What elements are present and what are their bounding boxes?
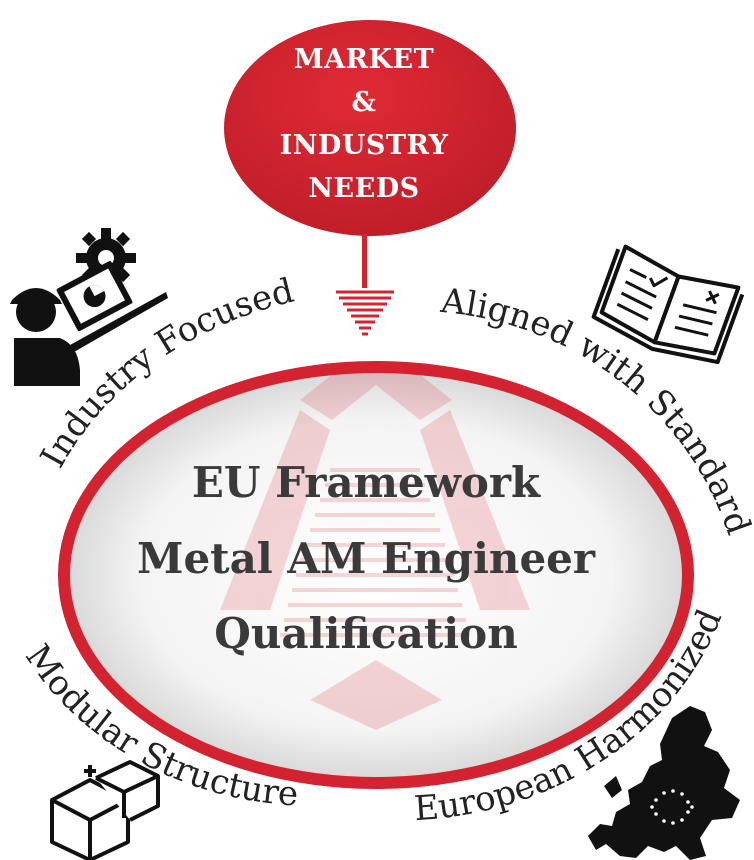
market-needs-node: MARKET & INDUSTRY NEEDS bbox=[224, 20, 516, 236]
watermark-logo bbox=[220, 367, 530, 730]
open-book-checklist-icon bbox=[591, 244, 745, 365]
top-node-line-3: INDUSTRY bbox=[280, 130, 449, 161]
connector-arrow bbox=[334, 234, 396, 338]
modular-boxes-icon bbox=[50, 760, 160, 860]
center-ellipse: EU Framework Metal AM Engineer Qualifica… bbox=[58, 361, 694, 789]
center-title-line-3: Qualification bbox=[214, 609, 517, 658]
center-title-line-2: Metal AM Engineer bbox=[137, 534, 596, 583]
center-title-line-1: EU Framework bbox=[192, 458, 541, 507]
top-node-line-4: NEEDS bbox=[308, 173, 419, 204]
top-node-line-2: & bbox=[352, 87, 377, 118]
europe-map-icon bbox=[588, 706, 740, 860]
engineer-gear-monitor-icon bbox=[10, 228, 168, 386]
arrowhead-icon bbox=[334, 288, 396, 338]
top-node-line-1: MARKET bbox=[294, 44, 434, 75]
